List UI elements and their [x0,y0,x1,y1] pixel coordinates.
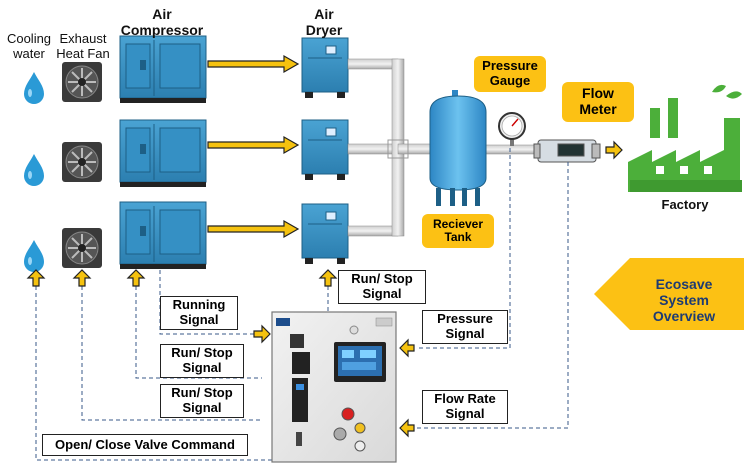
signal-arrow-icon [253,325,271,343]
air-compressor-unit [119,201,207,270]
control-panel [271,311,397,463]
system-overview-title: Ecosave System Overview [652,276,716,325]
air-compressor-label: Air Compressor [120,6,204,39]
run-stop-signal-2: Run/ Stop Signal [160,384,244,418]
factory-icon [628,84,742,192]
cooling-water-label: Cooling water [6,31,52,61]
signal-lines [35,148,569,461]
exhaust-fan-icon [61,61,103,103]
signal-arrow-icon [27,269,45,287]
receiver-tank [429,90,487,206]
flow-meter-callout: Flow Meter [562,82,634,122]
air-dryer-unit [301,119,349,181]
exhaust-fan-icon [61,141,103,183]
air-dryer-unit [301,37,349,99]
water-drop-icon [24,240,44,272]
signal-arrow-icon [399,339,415,357]
pressure-gauge-icon [498,112,526,146]
air-compressor-unit [119,35,207,104]
signal-arrow-icon [127,269,145,287]
signal-arrow-icon [399,419,415,437]
run-stop-signal-top: Run/ Stop Signal [338,270,426,304]
exhaust-fan-icon [61,227,103,269]
water-drop-icon [24,154,44,186]
flow-meter-icon [533,139,601,163]
running-signal-box: Running Signal [160,296,238,330]
air-compressor-unit [119,119,207,188]
water-drop-icon [24,72,44,104]
overview-callout-shape [594,258,744,330]
exhaust-fan-label: Exhaust Heat Fan [56,31,110,61]
flow-rate-signal-box: Flow Rate Signal [422,390,508,424]
signal-arrow-icon [73,269,91,287]
signal-arrow-icon [319,269,337,287]
air-dryer-label: Air Dryer [305,6,343,39]
air-piping [347,58,539,237]
air-dryer-unit [301,203,349,265]
valve-command-box: Open/ Close Valve Command [42,434,248,456]
pressure-gauge-callout: Pressure Gauge [474,56,546,92]
run-stop-signal-1: Run/ Stop Signal [160,344,244,378]
receiver-tank-callout: Reciever Tank [422,214,494,248]
factory-label: Factory [661,197,709,212]
pressure-signal-box: Pressure Signal [422,310,508,344]
flow-to-factory-arrow [605,141,623,159]
